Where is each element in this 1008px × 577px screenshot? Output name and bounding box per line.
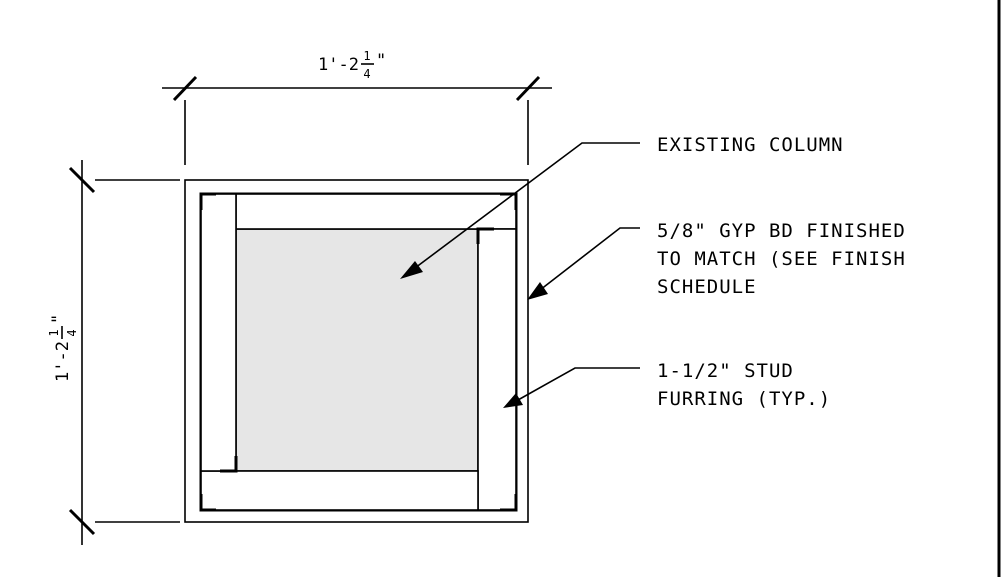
stud-bottom bbox=[200, 470, 479, 511]
label-stud-furring-line-1: 1-1/2" STUD bbox=[657, 360, 794, 382]
left-dimension: 1'-2 1 4 " bbox=[47, 160, 180, 545]
top-dimension-den: 4 bbox=[363, 67, 370, 81]
left-dimension-num: 1 bbox=[47, 329, 61, 336]
left-dimension-main: 1'-2 bbox=[53, 341, 73, 382]
leader-existing-column bbox=[400, 142, 640, 279]
label-stud-furring-line-2: FURRING (TYP.) bbox=[657, 388, 831, 410]
top-dimension: 1'-2 1 4 " bbox=[162, 49, 552, 165]
top-dimension-num: 1 bbox=[363, 49, 370, 63]
stud-right bbox=[477, 228, 517, 511]
label-gyp-bd-line-3: SCHEDULE bbox=[657, 276, 757, 298]
existing-column bbox=[235, 228, 479, 472]
top-dimension-main: 1'-2 bbox=[318, 55, 359, 75]
stud-corner-marks bbox=[199, 192, 518, 512]
left-dimension-den: 4 bbox=[65, 329, 79, 336]
label-existing-column: EXISTING COLUMN bbox=[657, 134, 844, 156]
leader-gyp-board bbox=[527, 227, 640, 300]
leader-stud-furring bbox=[503, 367, 640, 408]
gyp-board-outline bbox=[184, 179, 529, 523]
stud-furring-members bbox=[200, 193, 517, 511]
label-gyp-bd-line-2: TO MATCH (SEE FINISH bbox=[657, 248, 906, 270]
left-dimension-inch: " bbox=[49, 314, 69, 324]
stud-top bbox=[235, 193, 517, 230]
stud-left bbox=[200, 193, 237, 472]
top-dimension-inch: " bbox=[376, 51, 386, 71]
label-gyp-bd-line-1: 5/8" GYP BD FINISHED bbox=[657, 220, 906, 242]
